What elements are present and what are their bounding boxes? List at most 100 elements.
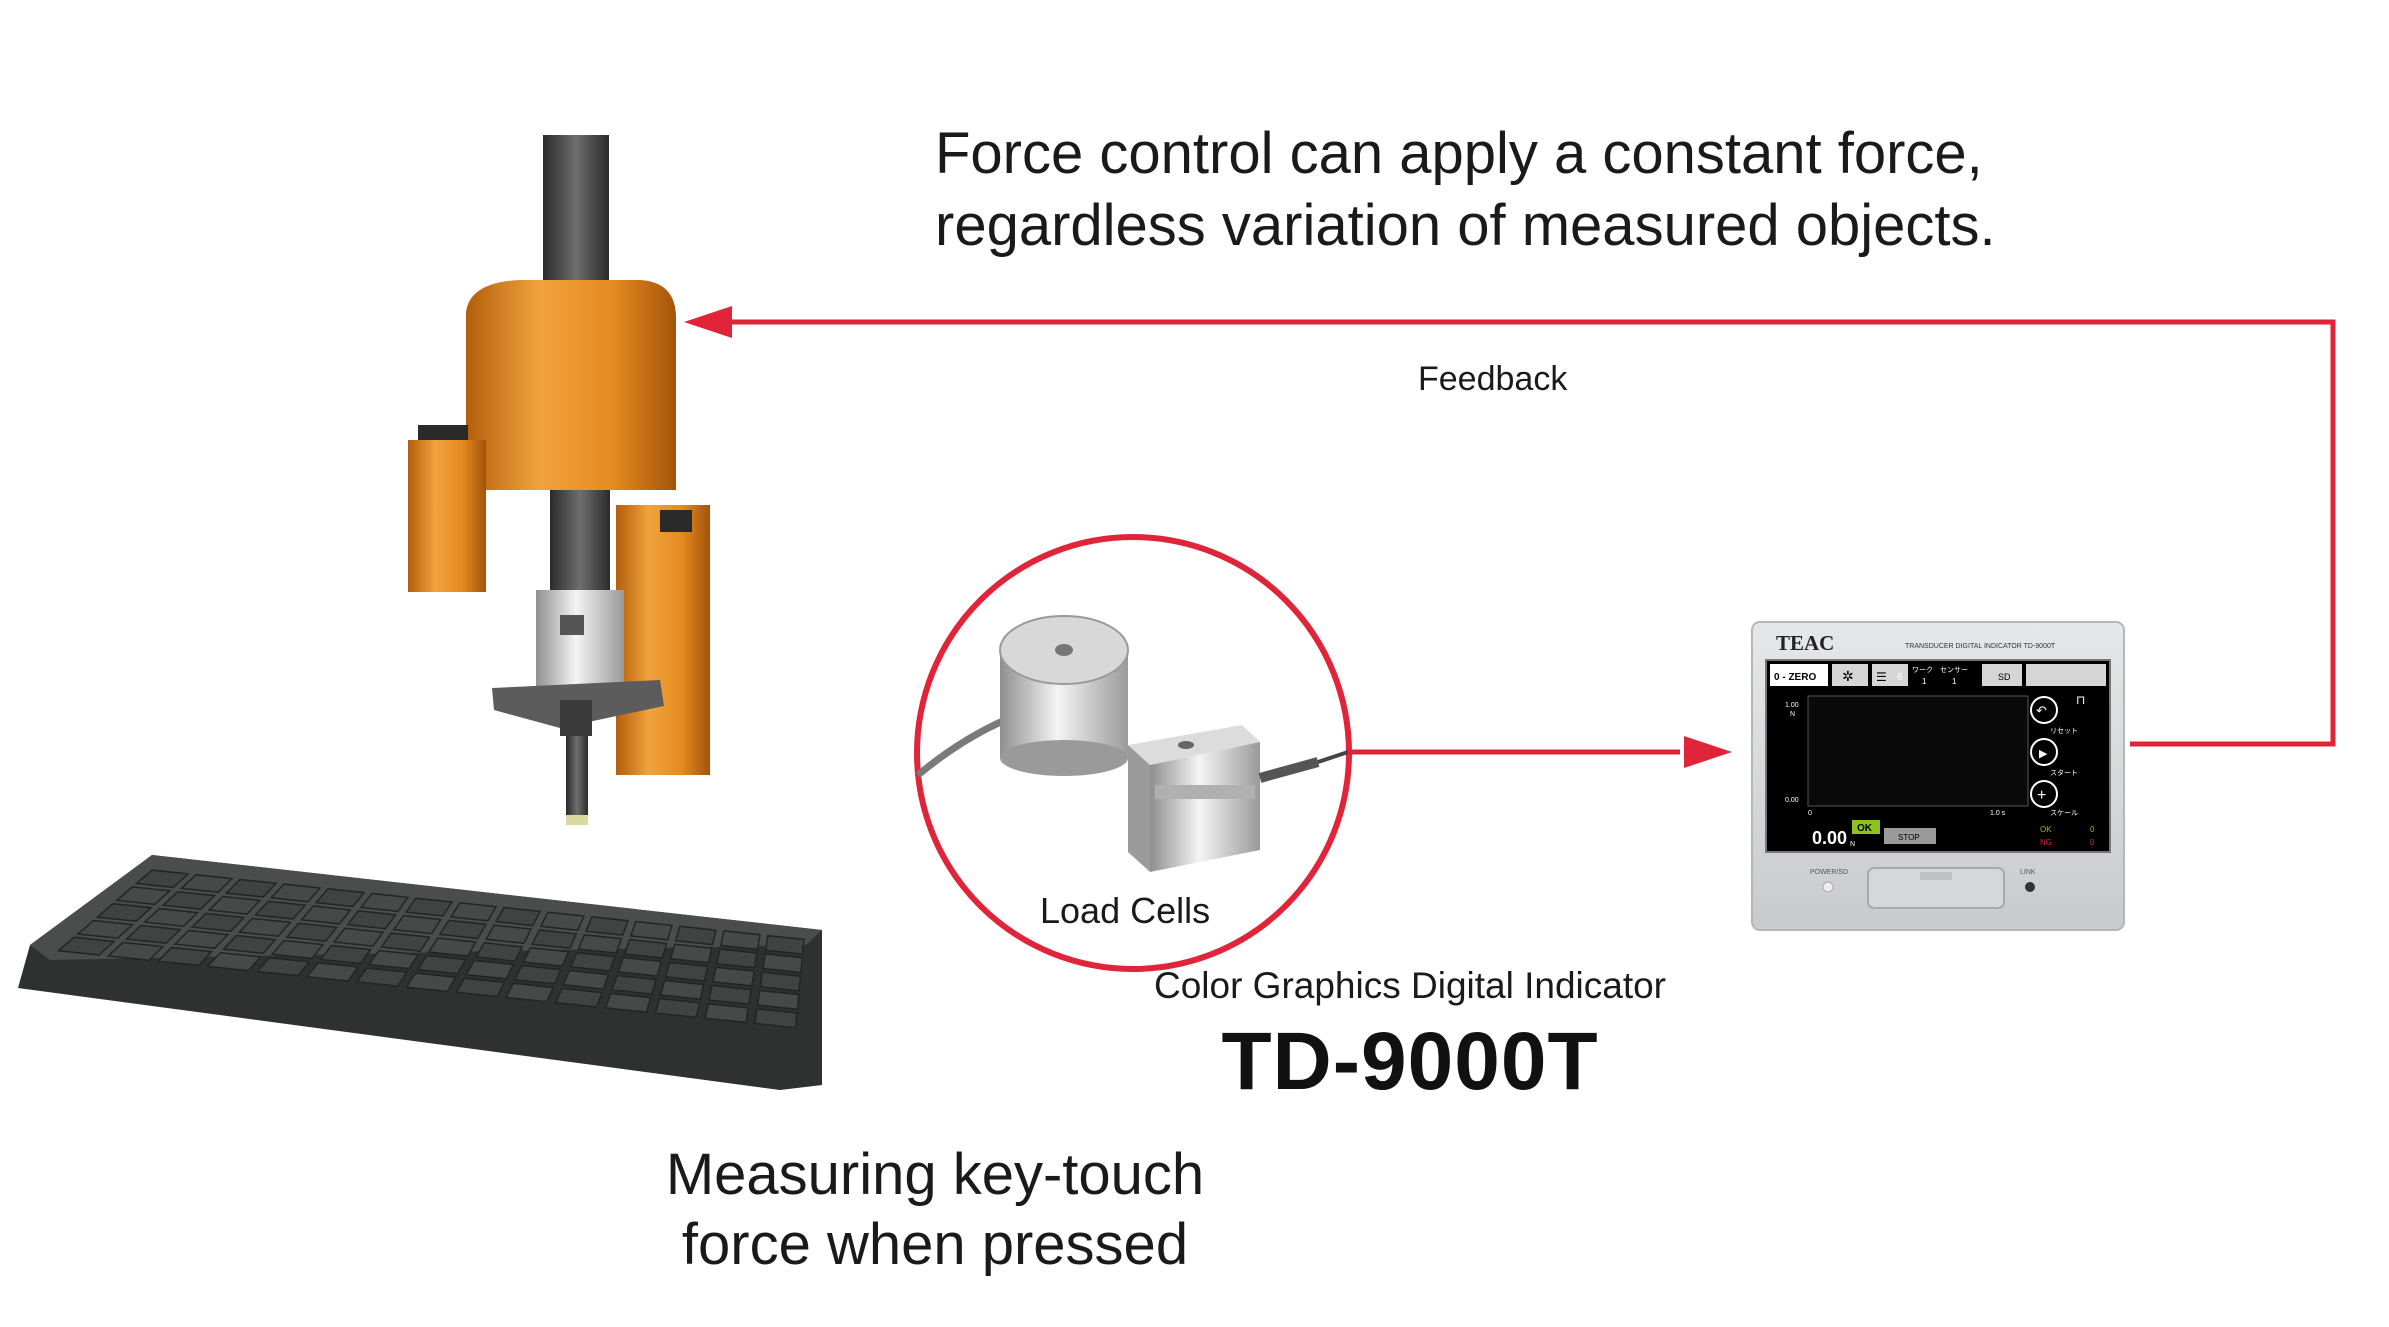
start-button[interactable]	[2030, 738, 2058, 766]
keyboard-key	[715, 948, 758, 969]
plus-icon: +	[2037, 787, 2046, 804]
load-cells-label: Load Cells	[1040, 890, 1211, 931]
keyboard-key	[285, 922, 339, 942]
s-load-cell-slot	[1155, 785, 1255, 799]
td9000t-device: TEAC TRANSDUCER DIGITAL INDICATOR TD-900…	[1751, 621, 2125, 931]
load-cells-group	[914, 534, 1352, 972]
scale-button[interactable]	[2030, 780, 2058, 808]
keyboard-key	[554, 987, 603, 1008]
s-load-cell-spring	[1258, 757, 1320, 783]
sd-button[interactable]	[1982, 664, 2022, 686]
sensor-value: 1	[1952, 677, 1957, 686]
actuator-top-rod	[543, 135, 609, 295]
keyboard-key	[664, 961, 709, 982]
keyboard-key	[319, 944, 372, 965]
actuator-probe-block	[560, 700, 592, 736]
stop-button-label: STOP	[1898, 833, 1920, 842]
sensor-label: センサー	[1940, 666, 1968, 674]
device-title: TRANSDUCER DIGITAL INDICATOR TD-9000T	[1905, 643, 2056, 650]
feedback-arrow-line	[720, 319, 2336, 747]
keyboard-key	[269, 883, 322, 903]
keyboard-keys	[56, 869, 805, 1029]
keyboard-key	[513, 964, 562, 985]
keyboard-key	[604, 992, 652, 1013]
feedback-arrow	[684, 306, 2336, 747]
keyboard-key	[659, 979, 705, 1000]
indicator-model: TD-9000T	[1221, 1016, 1599, 1107]
work-label: ワーク	[1912, 666, 1933, 674]
keyboard-key	[190, 912, 246, 932]
reading-value: 0.00	[1812, 828, 1847, 848]
keyboard-key	[569, 951, 616, 972]
actuator-coupling-slot	[560, 615, 584, 635]
sd-label: SD	[1998, 672, 2011, 682]
settings-button[interactable]	[1832, 664, 1868, 686]
power-led	[1822, 881, 1834, 893]
keyboard-key	[759, 971, 802, 992]
load-cell-cable-left	[915, 716, 1007, 778]
keyboard-key	[449, 902, 498, 922]
keyboard-key	[206, 951, 262, 972]
keyboard-key	[539, 911, 585, 932]
measurement-caption-line-1: Measuring key-touch	[665, 1142, 1205, 1207]
actuator-probe-end	[566, 815, 588, 825]
keyboard-key	[711, 966, 755, 987]
keyboard-key	[617, 956, 663, 977]
zero-button-label: 0 - ZERO	[1774, 672, 1816, 683]
s-load-cell-front	[1150, 742, 1260, 872]
keyboard-key	[416, 954, 467, 975]
scale-label: スケール	[2050, 809, 2078, 817]
keyboard-key	[708, 984, 753, 1006]
keyboard-key	[179, 874, 234, 893]
keyboard-key	[346, 910, 397, 930]
s-load-cell-hole	[1178, 741, 1194, 749]
reset-button[interactable]	[2030, 696, 2058, 724]
keyboard-key	[438, 919, 488, 940]
ng-count-label: NG	[2040, 838, 2052, 847]
keyboard-key	[156, 946, 214, 967]
keyboard-key	[610, 974, 657, 995]
zero-button[interactable]	[1770, 664, 1828, 686]
power-label: POWER/SD	[1810, 869, 1848, 876]
keyboard-key	[143, 907, 200, 927]
keyboard-key	[629, 920, 673, 941]
signal-arrow-head	[1684, 736, 1732, 768]
stop-button[interactable]	[1884, 828, 1936, 844]
headline-line-1: Force control can apply a constant force…	[935, 121, 1983, 186]
headline: Force control can apply a constant force…	[935, 118, 1996, 262]
work-value: 1	[1922, 677, 1927, 686]
keyboard-key	[314, 888, 366, 908]
actuator-coupling	[536, 590, 624, 686]
headline-line-2: regardless variation of measured objects…	[935, 193, 1996, 258]
reset-label: リセット	[2050, 727, 2078, 735]
keyboard-key	[222, 934, 277, 955]
graph-area	[1807, 695, 2029, 807]
keyboard-key	[756, 989, 800, 1011]
keyboard-key	[161, 890, 217, 910]
graph-y-unit: N	[1790, 711, 1795, 718]
graph-x-min: 0	[1808, 810, 1812, 817]
sd-slot-cover[interactable]	[1867, 867, 2005, 909]
actuator-base-column	[616, 505, 710, 775]
keyboard-key	[405, 972, 457, 993]
keyboard-key	[719, 930, 761, 951]
list-button[interactable]	[1872, 664, 1908, 686]
actuator-body	[466, 280, 676, 490]
button-load-cell-bottom	[1000, 740, 1128, 776]
ok-badge-label: OK	[1857, 823, 1873, 834]
s-load-cell-cable	[1317, 750, 1349, 764]
device-brand: TEAC	[1776, 631, 1834, 655]
signal-arrow	[1348, 736, 1732, 768]
keyboard-key	[669, 943, 713, 964]
graph-mode-button[interactable]	[2026, 664, 2106, 686]
measurement-caption-line-2: force when pressed	[681, 1212, 1189, 1277]
keyboard-key	[332, 927, 385, 947]
link-led	[2025, 882, 2035, 892]
keyboard-key	[134, 869, 190, 889]
keyboard-key	[505, 982, 555, 1003]
keyboard-key	[76, 919, 135, 939]
link-label: LINK	[2020, 869, 2036, 876]
actuator-probe-tip	[566, 736, 588, 816]
keyboard-key	[762, 953, 804, 974]
